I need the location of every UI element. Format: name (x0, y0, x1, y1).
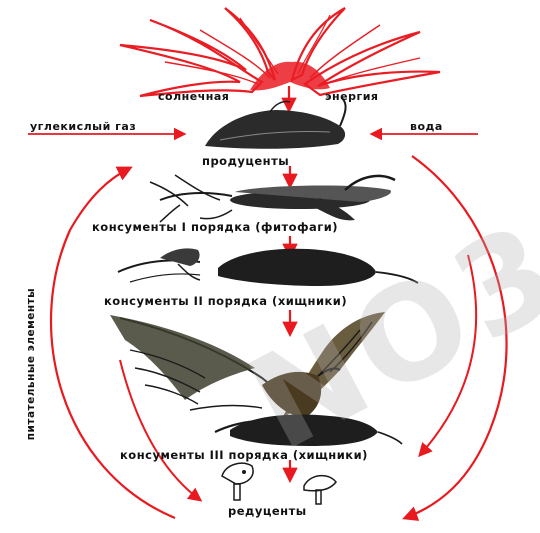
consumers-1-label: консументы I порядка (фитофаги) (92, 222, 338, 234)
shrew-icon (118, 248, 418, 286)
solar-energy-label-left: солнечная (158, 91, 229, 102)
consumers-2-label: консументы II порядка (хищники) (104, 296, 347, 308)
right-inner-arc (420, 255, 476, 455)
hawk-icon (110, 312, 385, 432)
co2-label: углекислый газ (30, 121, 136, 132)
consumers-3-label: консументы III порядка (хищники) (120, 450, 368, 462)
plant-icon (205, 98, 346, 149)
mouse-icon (230, 415, 402, 446)
producers-label: продуценты (202, 156, 289, 168)
solar-energy-label-right: энергия (325, 91, 378, 102)
mushroom-icon (222, 463, 336, 504)
grasshopper-icon (150, 175, 395, 222)
sun-icon (120, 8, 440, 96)
water-label: вода (410, 121, 443, 132)
nutrients-label: питательные элементы (26, 290, 37, 440)
right-outer-arc (405, 156, 507, 518)
reducers-label: редуценты (228, 506, 307, 518)
